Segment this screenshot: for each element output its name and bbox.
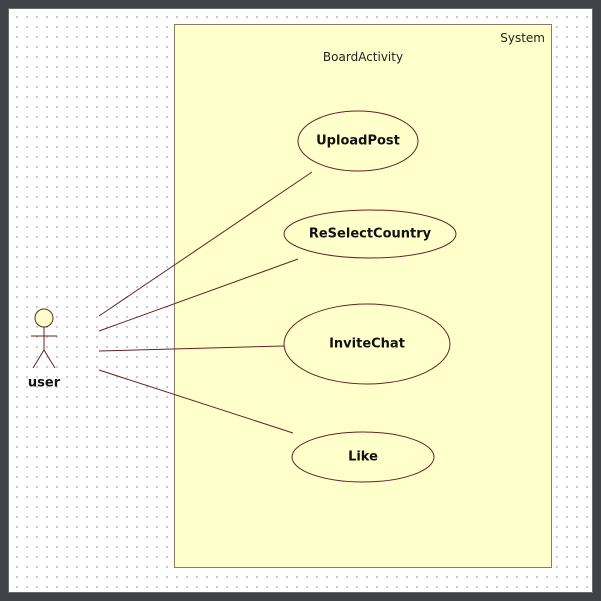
- system-title: BoardActivity: [322, 50, 404, 64]
- association-uploadpost[interactable]: [98, 171, 313, 317]
- use-case-uploadpost[interactable]: [297, 110, 419, 172]
- use-case-like[interactable]: [291, 431, 435, 483]
- system-label: System: [500, 31, 545, 45]
- use-case-label-like: Like: [348, 449, 378, 465]
- association-like[interactable]: [98, 369, 294, 434]
- actor-stick-figure-icon[interactable]: [31, 308, 57, 369]
- use-case-label-invitechat: InviteChat: [329, 336, 405, 352]
- actor-label: user: [27, 375, 61, 391]
- use-case-invitechat[interactable]: [283, 303, 451, 385]
- use-case-label-reselectcountry: ReSelectCountry: [308, 226, 432, 242]
- use-case-reselectcountry[interactable]: [283, 209, 457, 259]
- association-invitechat[interactable]: [98, 345, 285, 352]
- association-reselectcountry[interactable]: [98, 258, 299, 332]
- use-case-label-uploadpost: UploadPost: [316, 133, 400, 149]
